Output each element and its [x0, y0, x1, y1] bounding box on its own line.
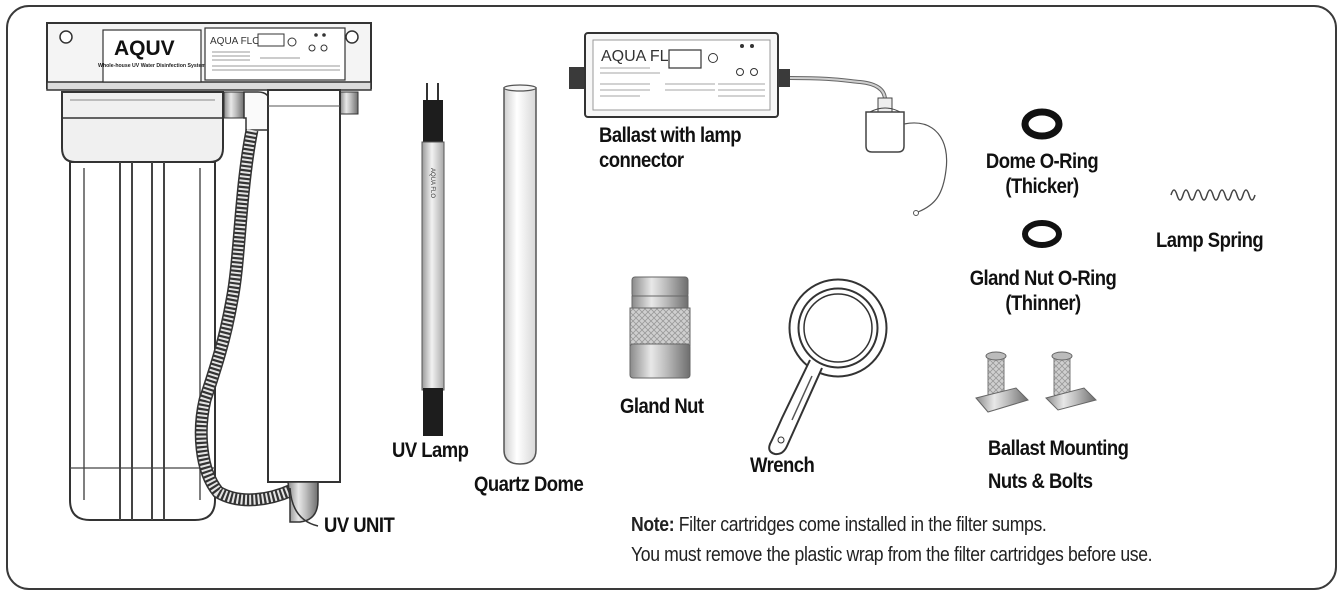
ballast-label: Ballast with lamp connector	[599, 123, 742, 173]
mounting-label-line1: Ballast Mounting	[988, 437, 1129, 460]
lamp-spring-label: Lamp Spring	[1156, 229, 1264, 252]
mounting-bolts-illustration	[975, 351, 1097, 413]
gland-oring-illustration	[1022, 220, 1062, 248]
dome-oring-illustration	[1021, 108, 1063, 140]
dome-oring-label-line1: Dome O-Ring	[985, 150, 1099, 173]
mounting-label: Ballast Mounting Nuts & Bolts	[988, 432, 1129, 498]
aquv-logo: AQUV	[114, 37, 175, 60]
uv-lamp-label: UV Lamp	[392, 439, 469, 462]
aquv-logo-sub: Whole-house UV Water Disinfection System	[98, 63, 206, 69]
gland-nut-illustration	[629, 276, 691, 379]
note-line1-text: Filter cartridges come installed in the …	[674, 514, 1047, 536]
uv-unit-label: UV UNIT	[324, 514, 395, 537]
dome-oring-label: Dome O-Ring (Thicker)	[977, 149, 1107, 199]
quartz-dome-label: Quartz Dome	[474, 473, 584, 496]
quartz-dome-illustration	[503, 87, 537, 465]
gland-oring-label-line1: Gland Nut O-Ring	[969, 267, 1117, 290]
ballast-label-line1: Ballast with lamp	[599, 124, 742, 147]
mounting-label-line2: Nuts & Bolts	[988, 470, 1093, 493]
bracket-ballast-logo: AQUA FLO	[210, 36, 260, 47]
ballast-label-line2: connector	[599, 149, 684, 172]
dome-oring-label-line2: (Thicker)	[1005, 175, 1079, 198]
wrench-illustration	[768, 278, 888, 456]
gland-oring-label-line2: (Thinner)	[1005, 292, 1081, 315]
gland-nut-label: Gland Nut	[620, 395, 704, 418]
note-prefix: Note:	[631, 514, 675, 536]
installation-note: Note: Filter cartridges come installed i…	[631, 510, 1153, 570]
gland-oring-label: Gland Nut O-Ring (Thinner)	[959, 266, 1126, 316]
note-line1: Note: Filter cartridges come installed i…	[631, 510, 1152, 540]
lamp-imprint: AQUA FLO	[429, 168, 435, 198]
uv-lamp-illustration: AQUA FLO	[421, 83, 445, 436]
lamp-spring-illustration	[1170, 189, 1256, 201]
note-line2: You must remove the plastic wrap from th…	[631, 544, 1153, 566]
ballast-logo: AQUA FLO	[601, 48, 681, 65]
ballast-illustration: AQUA FLO	[569, 32, 948, 216]
uv-unit-illustration: AQUV Whole-house UV Water Disinfection S…	[46, 22, 372, 527]
wrench-label: Wrench	[750, 454, 815, 477]
